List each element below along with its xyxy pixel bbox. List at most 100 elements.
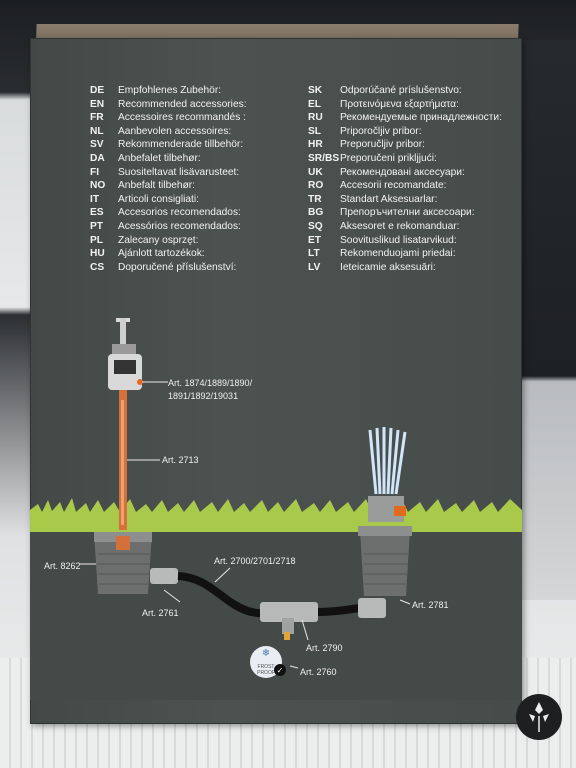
language-code: NO	[90, 180, 106, 192]
accessory-row: RO Accesorii recomandate:	[308, 179, 502, 193]
accessory-row: IT Articoli consigliati:	[90, 193, 247, 207]
accessory-row: SV Rekommenderade tillbehör:	[90, 138, 247, 152]
accessory-heading: Προτεινόμενα εξαρτήματα:	[340, 98, 459, 110]
language-code: SV	[90, 139, 104, 151]
accessory-row: LT Rekomenduojami priedai:	[308, 247, 502, 261]
language-code: DA	[90, 152, 105, 164]
accessory-row: EL Προτεινόμενα εξαρτήματα:	[308, 98, 502, 112]
connector-2761	[150, 568, 178, 584]
label-art-timer-2: 1891/1892/19031	[168, 391, 239, 401]
label-art-valve: Art. 2790	[306, 643, 343, 653]
language-code: BG	[308, 207, 324, 219]
accessory-row: SK Odporúčané príslušenstvo:	[308, 84, 502, 98]
language-code: SR/BS	[308, 152, 340, 164]
accessory-heading: Suositeltavat lisävarusteet:	[118, 166, 240, 178]
language-code: SQ	[308, 220, 323, 232]
accessory-row: EN Recommended accessories:	[90, 98, 247, 112]
label-art-connector: Art. 2761	[142, 608, 179, 618]
accessory-row: NL Aanbevolen accessoires:	[90, 125, 247, 139]
accessory-row: CS Doporučené příslušenství:	[90, 261, 247, 275]
language-code: PT	[90, 220, 104, 232]
label-art-sprinkler: Art. 2781	[412, 600, 449, 610]
accessories-list-left: DE Empfohlenes Zubehör: EN Recommended acce…	[90, 84, 247, 274]
language-code: IT	[90, 193, 100, 205]
language-code: RO	[308, 180, 324, 192]
accessory-heading: Preporučeni prikljjući:	[340, 152, 437, 164]
accessory-heading: Accessoires recommandés :	[118, 112, 246, 124]
accessory-heading: Anbefalt tilbehør:	[118, 180, 196, 192]
label-art-timer-1: Art. 1874/1889/1890/	[168, 378, 253, 388]
accessory-heading: Accesorios recomendados:	[118, 207, 241, 219]
accessory-row: FI Suositeltavat lisävarusteet:	[90, 166, 247, 180]
language-code: RU	[308, 112, 323, 124]
language-code: ET	[308, 234, 322, 246]
accessory-heading: Препоръчителни аксесоари:	[340, 207, 475, 219]
accessory-heading: Anbefalet tilbehør:	[118, 152, 201, 164]
language-code: DE	[90, 85, 105, 96]
watermark-logo	[516, 694, 562, 740]
accessory-row: DE Empfohlenes Zubehör:	[90, 84, 247, 98]
language-code: LT	[308, 248, 320, 260]
accessory-row: BG Препоръчителни аксесоари:	[308, 206, 502, 220]
accessory-heading: Doporučené příslušenství:	[118, 261, 237, 273]
language-code: LV	[308, 261, 321, 273]
language-code: UK	[308, 166, 323, 178]
language-code: HR	[308, 139, 323, 151]
accessory-row: SQ Aksesoret e rekomanduar:	[308, 220, 502, 234]
language-code: HU	[90, 248, 105, 260]
accessory-row: HR Preporučljiv pribor:	[308, 138, 502, 152]
accessory-row: HU Ajánlott tartozékok:	[90, 247, 247, 261]
accessory-heading: Aksesoret e rekomanduar:	[340, 220, 460, 232]
accessory-heading: Zalecany osprzęt:	[118, 234, 199, 246]
accessory-heading: Accesorii recomandate:	[340, 180, 447, 192]
language-code: TR	[308, 193, 322, 205]
accessory-row: SL Priporočljiv pribor:	[308, 125, 502, 139]
accessory-row: LV Ieteicamie aksesuāri:	[308, 261, 502, 275]
language-code: CS	[90, 261, 105, 273]
label-art-pipes: Art. 2700/2701/2718	[214, 556, 296, 566]
water-jets	[368, 427, 407, 495]
accessory-heading: Acessórios recomendados:	[118, 220, 241, 232]
accessory-heading: Odporúčané príslušenstvo:	[340, 85, 462, 96]
accessory-heading: Empfohlenes Zubehör:	[118, 85, 222, 96]
language-code: EN	[90, 98, 105, 110]
accessory-heading: Рекомендуемые принадлежности:	[340, 112, 502, 124]
accessory-heading: Priporočljiv pribor:	[340, 125, 422, 137]
accessory-row: RU Рекомендуемые принадлежности:	[308, 111, 502, 125]
accessory-heading: Preporučljiv pribor:	[340, 139, 425, 151]
accessory-row: ET Soovituslikud lisatarvikud:	[308, 234, 502, 248]
accessory-heading: Soovituslikud lisatarvikud:	[340, 234, 457, 246]
label-art-box: Art. 8262	[44, 561, 81, 571]
accessory-heading: Rekommenderade tillbehör:	[118, 139, 244, 151]
language-code: SL	[308, 125, 322, 137]
language-code: ES	[90, 207, 104, 219]
accessory-heading: Articoli consigliati:	[118, 193, 199, 205]
accessory-row: NO Anbefalt tilbehør:	[90, 179, 247, 193]
underground-box	[94, 532, 152, 594]
grass-strip	[30, 498, 522, 532]
accessory-row: ES Accesorios recomendados:	[90, 206, 247, 220]
frost-label-1: FROST	[258, 664, 275, 670]
accessory-heading: Aanbevolen accessoires:	[118, 125, 232, 137]
accessory-row: TR Standart Aksesuarlar:	[308, 193, 502, 207]
label-art-frost: Art. 2760	[300, 667, 337, 677]
accessory-row: FR Accessoires recommandés :	[90, 111, 247, 125]
sprinkler-housing	[360, 530, 410, 596]
accessory-heading: Ieteicamie aksesuāri:	[340, 261, 436, 273]
accessory-heading: Ajánlott tartozékok:	[118, 248, 205, 260]
accessory-row: DA Anbefalet tilbehør:	[90, 152, 247, 166]
svg-text:❄: ❄	[262, 648, 270, 659]
accessory-heading: Rekomenduojami priedai:	[340, 248, 456, 260]
language-code: EL	[308, 98, 322, 110]
language-code: FI	[90, 166, 100, 178]
language-code: SK	[308, 85, 323, 96]
accessory-heading: Recommended accessories:	[118, 98, 247, 110]
language-code: FR	[90, 112, 104, 124]
installation-diagram: ❄ FROST PROOF ✓	[30, 318, 522, 700]
accessory-heading: Рекомендовані аксесуари:	[340, 166, 465, 178]
accessory-row: PT Acessórios recomendados:	[90, 220, 247, 234]
accessory-heading: Standart Aksesuarlar:	[340, 193, 438, 205]
language-code: NL	[90, 125, 104, 137]
